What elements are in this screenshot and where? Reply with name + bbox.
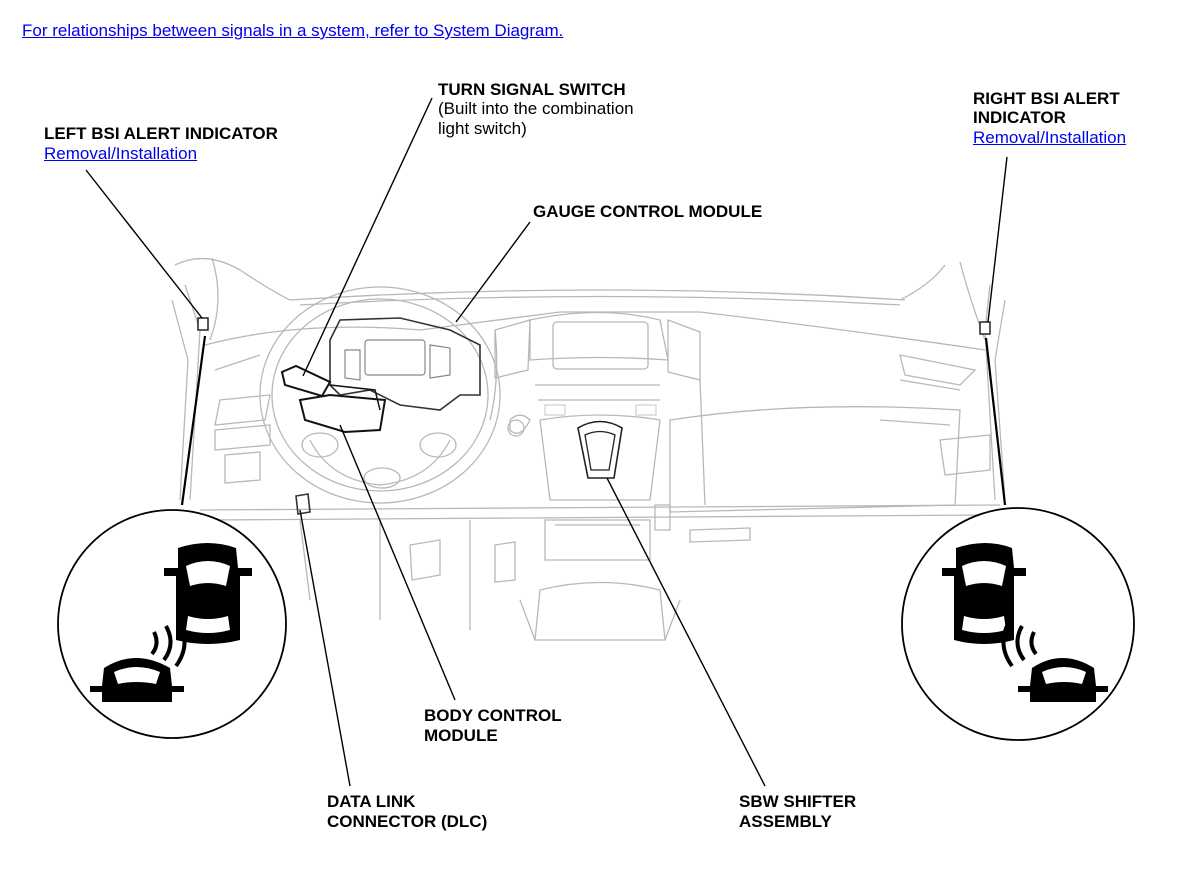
left-bsi-label: LEFT BSI ALERT INDICATOR bbox=[44, 124, 278, 143]
gauge-control-module-label: GAUGE CONTROL MODULE bbox=[533, 202, 763, 221]
body-control-module-label-line2: MODULE bbox=[424, 726, 498, 745]
sbw-shifter-part bbox=[577, 420, 623, 479]
system-diagram-link[interactable]: For relationships between signals in a s… bbox=[22, 21, 564, 40]
turn-signal-note-line2: light switch) bbox=[438, 119, 527, 138]
combination-switch-part bbox=[280, 364, 387, 434]
left-bsi-zoom-circle bbox=[57, 509, 287, 739]
dlc-label-line1: DATA LINK bbox=[327, 792, 416, 811]
leader-lines bbox=[85, 97, 1008, 787]
dlc-label-line2: CONNECTOR (DLC) bbox=[327, 812, 488, 831]
body-control-module-label-line1: BODY CONTROL bbox=[424, 706, 562, 725]
right-bsi-zoom-circle bbox=[901, 507, 1135, 741]
cabin-outline bbox=[171, 257, 1006, 501]
bsi-indicator-parts bbox=[197, 317, 991, 335]
turn-signal-switch-label: TURN SIGNAL SWITCH bbox=[438, 80, 626, 99]
sbw-shifter-label-line1: SBW SHIFTER bbox=[739, 792, 857, 811]
right-bsi-label-line2: INDICATOR bbox=[973, 108, 1066, 127]
left-bsi-removal-link[interactable]: Removal/Installation bbox=[44, 144, 198, 163]
right-bsi-label-line1: RIGHT BSI ALERT bbox=[973, 89, 1120, 108]
sbw-shifter-label-line2: ASSEMBLY bbox=[739, 812, 832, 831]
center-stack bbox=[489, 311, 706, 641]
dashboard-body bbox=[199, 311, 1001, 543]
right-bsi-removal-link[interactable]: Removal/Installation bbox=[973, 128, 1127, 147]
turn-signal-note-line1: (Built into the combination bbox=[438, 99, 634, 118]
steering-wheel bbox=[259, 286, 501, 504]
lower-dash bbox=[295, 493, 516, 630]
